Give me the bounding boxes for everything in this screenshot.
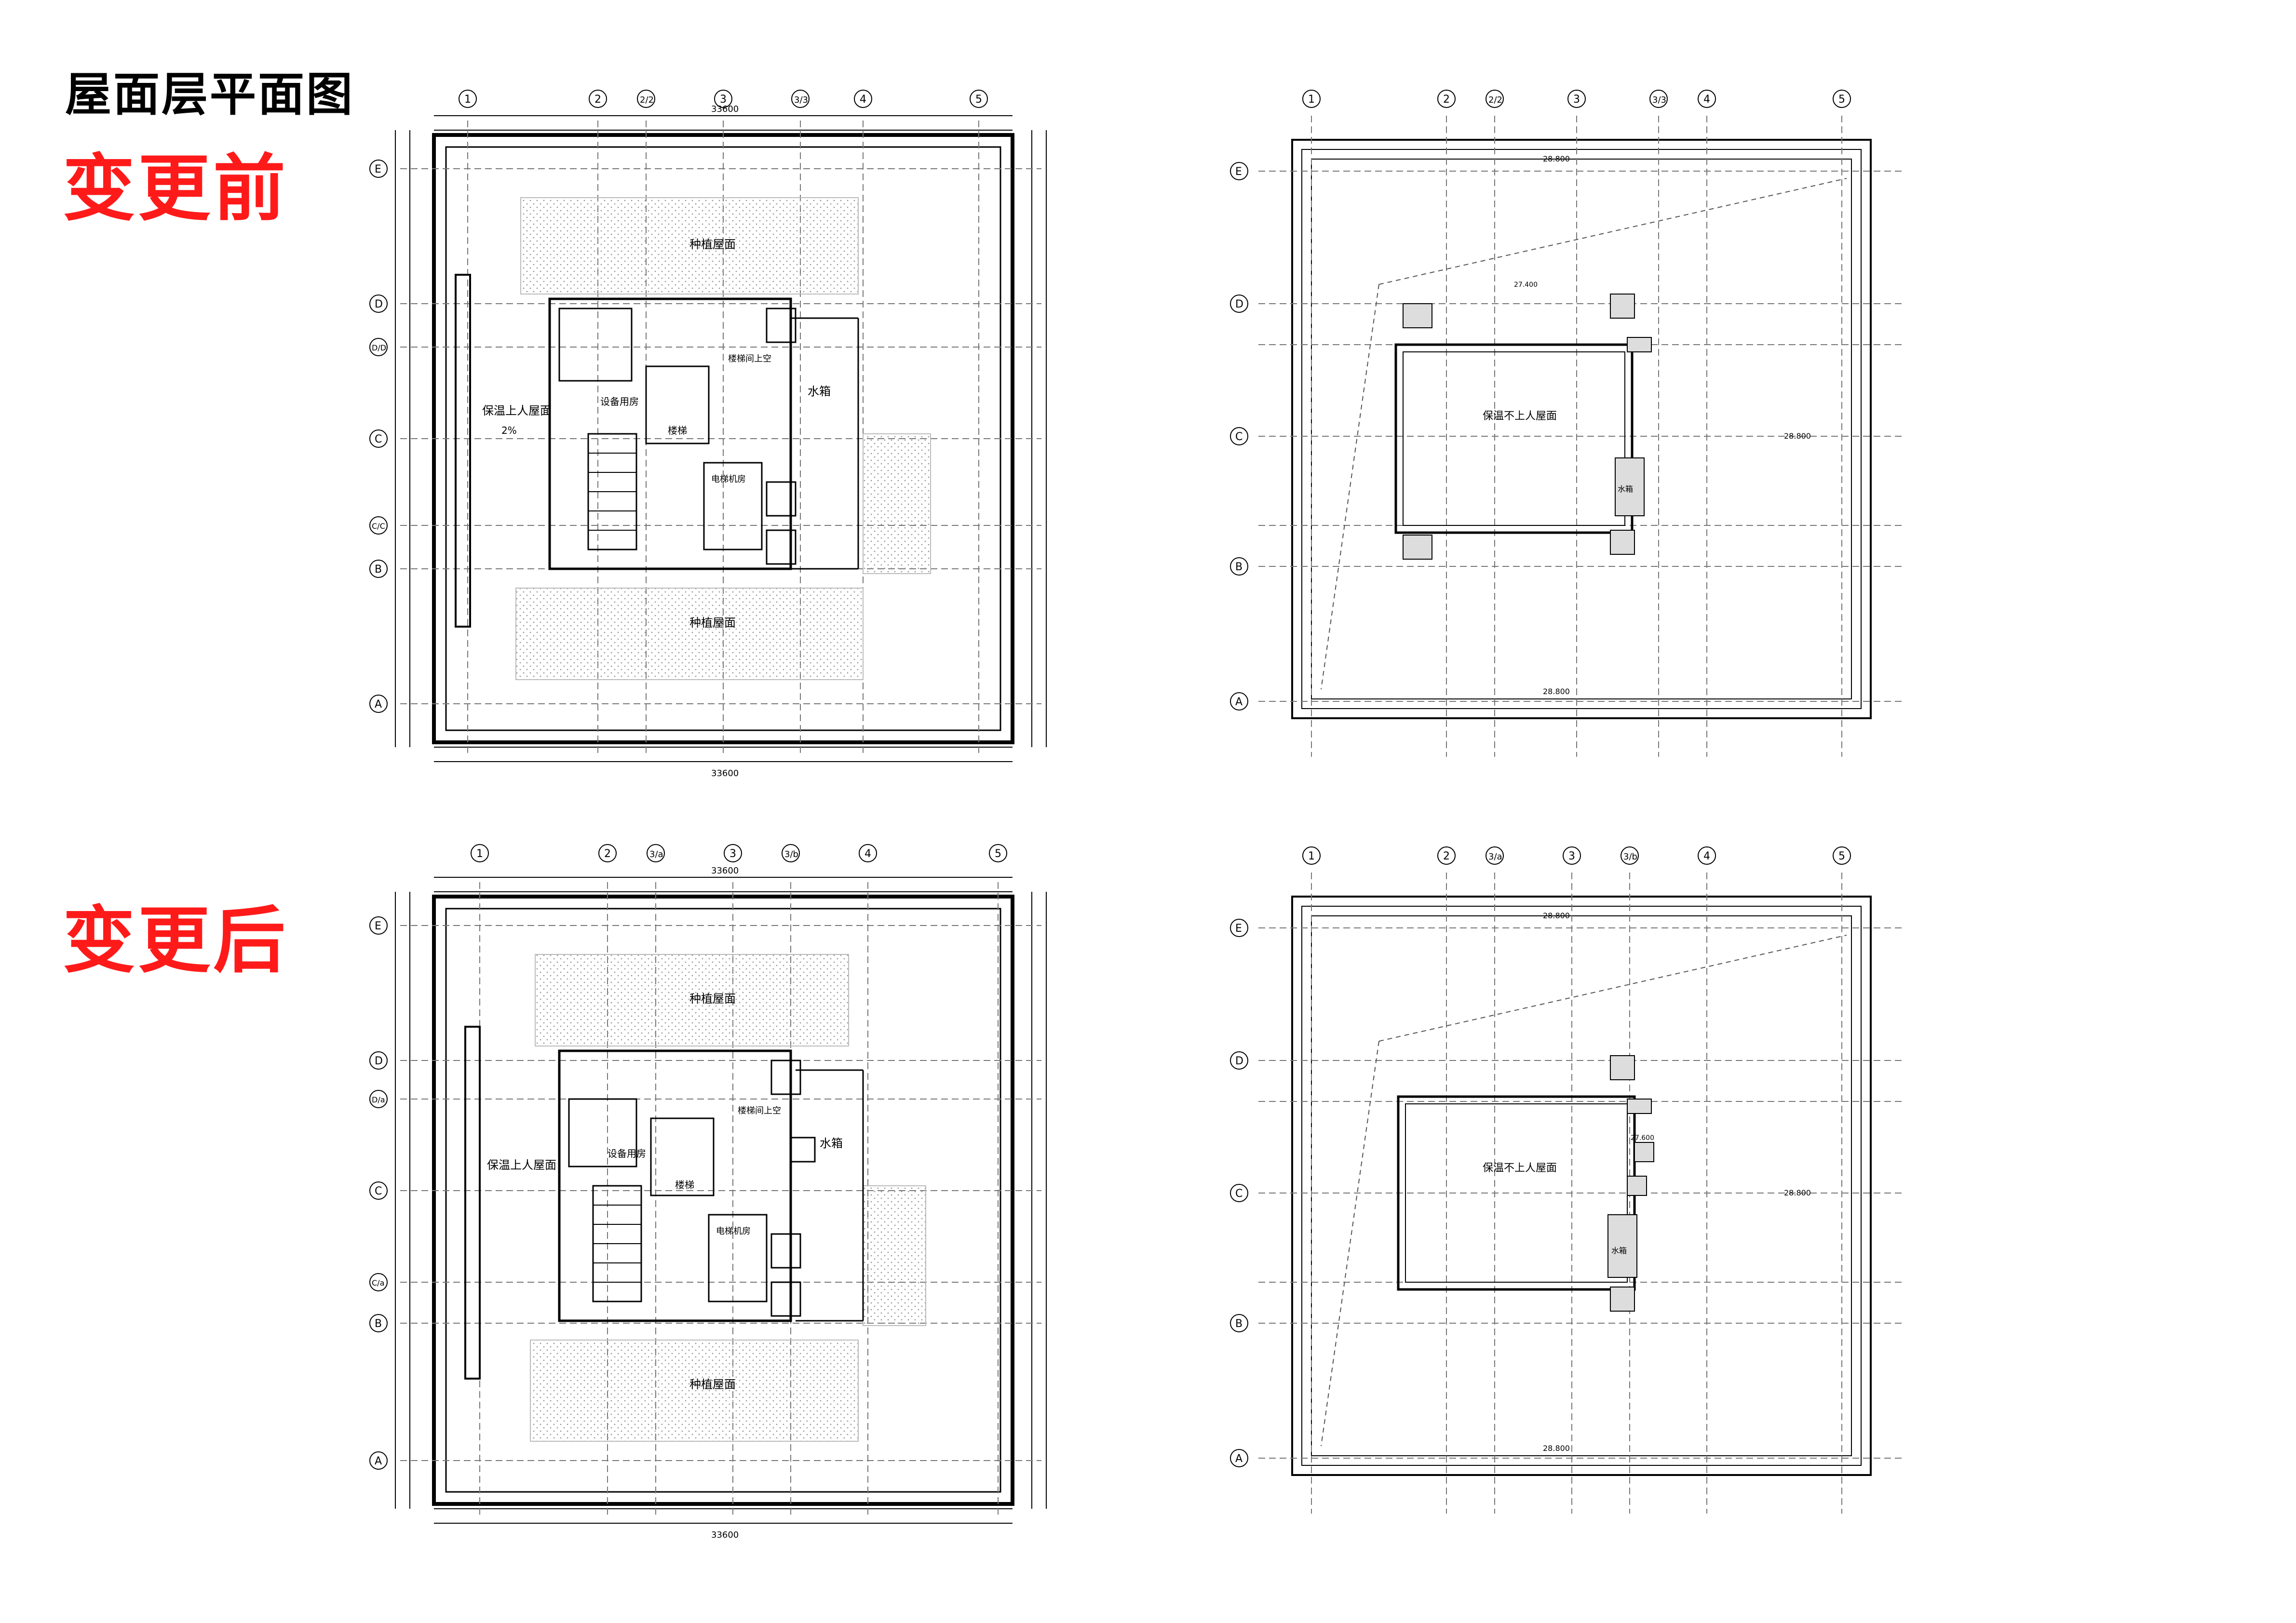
- elevator-top-label-after: 楼梯间上空: [738, 1106, 781, 1116]
- axis-after-left-c: C: [375, 1185, 382, 1197]
- axis-r-top-3: 3: [1573, 94, 1580, 106]
- axis-r-top-1: 1: [1308, 94, 1315, 106]
- axis-ar-top-3: 3: [1568, 850, 1575, 862]
- roof-left-label-after: 保温上人屋面: [487, 1158, 556, 1172]
- slope-label: 2%: [501, 425, 517, 436]
- axis-r-top-3-3: 3/3: [1652, 95, 1666, 105]
- axis-top-5: 5: [975, 94, 982, 106]
- axis-ar-left-d: D: [1235, 1055, 1243, 1067]
- equipment-room-label-after: 设备用房: [608, 1148, 646, 1159]
- axis-r-left-a: A: [1235, 696, 1243, 708]
- axis-after-left-a: A: [375, 1455, 382, 1467]
- axis-ar-left-a: A: [1235, 1453, 1243, 1465]
- axis-top-2: 2: [594, 94, 601, 106]
- page-title: 屋面层平面图: [65, 67, 354, 121]
- axis-ar-top-3b: 3/b: [1623, 852, 1637, 862]
- axis-after-top-2: 2: [604, 848, 611, 860]
- axis-left-b: B: [375, 563, 382, 576]
- axis-top-2-2: 2/2: [640, 95, 654, 105]
- axis-ar-top-3a: 3/a: [1488, 852, 1502, 862]
- planting-roof-bottom-label-after: 种植屋面: [689, 1378, 736, 1391]
- axis-ar-left-e: E: [1235, 923, 1242, 935]
- axis-top-3: 3: [720, 94, 727, 106]
- axis-after-left-b: B: [375, 1318, 382, 1330]
- elevator-top-label: 楼梯间上空: [728, 354, 771, 364]
- label-after: 变更后: [63, 899, 289, 983]
- axis-left-a: A: [375, 698, 382, 711]
- axis-after-top-1: 1: [476, 848, 483, 860]
- level-b-before: 27.400: [1514, 281, 1538, 289]
- axis-ar-top-2: 2: [1443, 850, 1450, 862]
- axis-ar-top-1: 1: [1308, 850, 1315, 862]
- axis-ar-left-b: B: [1235, 1318, 1243, 1330]
- axis-after-left-da: D/a: [372, 1095, 385, 1104]
- tank-label-before: 水箱: [1618, 484, 1633, 494]
- roof-center-label-before: 保温不上人屋面: [1483, 410, 1557, 422]
- planting-roof-top-label-after: 种植屋面: [689, 992, 736, 1006]
- axis-ar-left-c: C: [1235, 1188, 1243, 1200]
- axis-r-top-5: 5: [1838, 94, 1845, 106]
- elevator-machine-label: 电梯机房: [711, 474, 746, 484]
- axis-after-top-3a: 3/a: [649, 849, 663, 859]
- plan-before-detailed: 种植屋面 种植屋面 保温上人屋面 水箱 设备用房 楼梯 电梯机房 楼梯间上空 2…: [369, 90, 1047, 778]
- axis-left-e: E: [375, 163, 381, 175]
- axis-after-left-d: D: [375, 1055, 383, 1067]
- plan-before-roof: 保温不上人屋面 水箱 28.800 28.800 28.800 27.400 1…: [1230, 90, 1904, 757]
- axis-r-left-c: C: [1235, 431, 1243, 443]
- axis-ar-top-5: 5: [1838, 850, 1845, 862]
- axis-ar-top-4: 4: [1703, 850, 1710, 862]
- axis-r-left-b: B: [1235, 561, 1243, 573]
- axis-top-3-3: 3/3: [794, 95, 808, 105]
- level-d-top-before: 28.800: [1543, 154, 1570, 163]
- water-tank-label: 水箱: [808, 385, 831, 398]
- elevator-machine-label-after: 电梯机房: [716, 1226, 751, 1236]
- axis-r-left-e: E: [1235, 166, 1242, 178]
- water-tank-label-after: 水箱: [820, 1137, 843, 1150]
- axis-r-top-4: 4: [1703, 94, 1710, 106]
- stair-label: 楼梯: [668, 425, 687, 436]
- equipment-room-label: 设备用房: [600, 396, 639, 407]
- total-dim-after-bottom: 33600: [711, 1530, 739, 1540]
- level-d-top-after: 28.800: [1543, 911, 1570, 920]
- plan-after-roof: 保温不上人屋面 水箱 28.800 28.800 28.800 27.600 1…: [1230, 846, 1904, 1514]
- roof-center-label-after: 保温不上人屋面: [1483, 1162, 1557, 1174]
- plan-after-detailed: 种植屋面 种植屋面 保温上人屋面 水箱 设备用房 楼梯 电梯机房 楼梯间上空 1…: [369, 844, 1047, 1540]
- total-dim-top: 33600: [711, 104, 739, 114]
- axis-after-top-3b: 3/b: [784, 849, 798, 859]
- label-before: 变更前: [63, 147, 289, 231]
- axis-left-c: C: [375, 433, 382, 445]
- axis-after-top-5: 5: [995, 848, 1001, 860]
- axis-left-d: D: [375, 298, 383, 310]
- level-d-before: 28.800: [1784, 431, 1811, 441]
- tank-label-after: 水箱: [1611, 1246, 1627, 1255]
- total-dim-bottom: 33600: [711, 768, 739, 778]
- axis-after-left-e: E: [375, 920, 381, 932]
- level-d-bottom-before: 28.800: [1543, 687, 1570, 696]
- level-c-after: 27.600: [1631, 1134, 1654, 1142]
- axis-after-top-4: 4: [864, 848, 871, 860]
- roof-left-label: 保温上人屋面: [482, 404, 552, 417]
- total-dim-after-top: 33600: [711, 866, 739, 876]
- level-d-bottom-after: 28.800: [1543, 1444, 1570, 1453]
- axis-r-left-d: D: [1235, 298, 1243, 310]
- axis-left-dd: D/D: [372, 343, 386, 352]
- level-d-after: 28.800: [1784, 1188, 1811, 1197]
- axis-top-4: 4: [860, 94, 866, 106]
- axis-left-cc: C/C: [372, 522, 385, 531]
- axis-r-top-2: 2: [1443, 94, 1450, 106]
- axis-after-top-3: 3: [729, 848, 736, 860]
- axis-after-left-ca: C/a: [372, 1278, 384, 1288]
- planting-roof-top-label: 种植屋面: [689, 238, 736, 251]
- stair-label-after: 楼梯: [675, 1179, 694, 1191]
- planting-roof-bottom-label: 种植屋面: [689, 616, 736, 630]
- axis-top-1: 1: [464, 94, 471, 106]
- axis-r-top-2-2: 2/2: [1488, 95, 1502, 105]
